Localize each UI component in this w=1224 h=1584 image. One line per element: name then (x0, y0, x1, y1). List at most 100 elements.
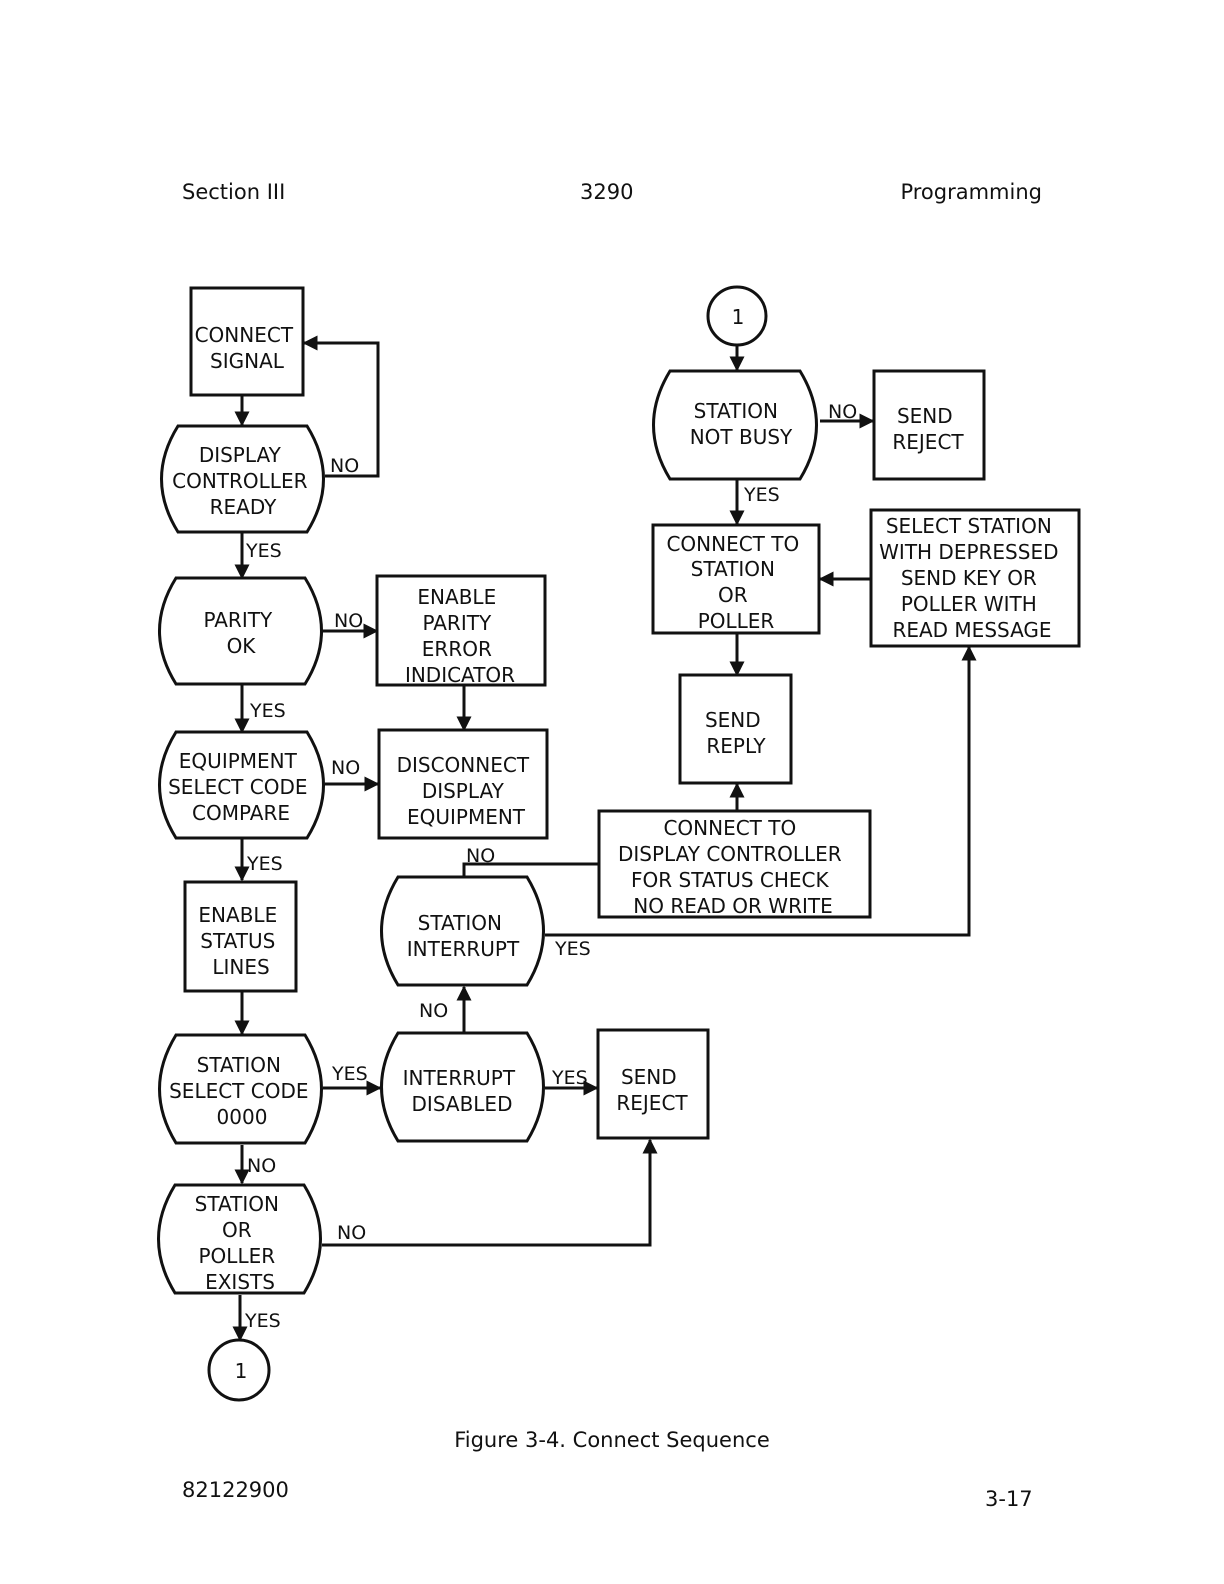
label-equip-no: NO (331, 757, 360, 779)
display-ready-text: DISPLAY CONTROLLER READY (172, 443, 314, 519)
connect-signal-line-2: SIGNAL (210, 349, 285, 373)
connector-bottom-text: 1 (235, 1359, 248, 1383)
edge-station-interrupt-yes (545, 645, 977, 937)
connect-to-station-line-2: STATION (691, 557, 775, 581)
label-ready-yes: YES (245, 540, 282, 562)
send-reject-lower-line-1: SEND (621, 1065, 677, 1089)
select-station-text: SELECT STATION WITH DEPRESSED SEND KEY O… (879, 514, 1065, 642)
label-station-interrupt-yes: YES (554, 938, 591, 960)
send-reply-box (678, 673, 793, 785)
disconnect-box (377, 728, 549, 840)
station-exists-line-1: STATION (195, 1192, 279, 1216)
edge-exists-no (322, 1138, 658, 1247)
label-exists-yes: YES (244, 1310, 281, 1332)
label-interrupt-yes: YES (551, 1067, 588, 1089)
section-label: Section III (182, 180, 286, 204)
send-reject-upper-box (872, 369, 986, 481)
send-reject-upper-line-2: REJECT (892, 430, 964, 454)
connect-signal-line-1: CONNECT (195, 323, 294, 347)
send-reply-line-1: SEND (705, 708, 761, 732)
label-not-busy-no: NO (828, 401, 857, 423)
enable-parity-text: ENABLE PARITY ERROR INDICATOR (405, 585, 515, 687)
label-interrupt-no: NO (419, 1000, 448, 1022)
enable-parity-line-4: INDICATOR (405, 663, 515, 687)
station-not-busy-text: STATION NOT BUSY (690, 399, 793, 449)
connect-display-box (597, 809, 872, 919)
enable-status-line-2: STATUS (200, 929, 275, 953)
label-station-select-no: NO (247, 1155, 276, 1177)
edge-station-interrupt-no (462, 862, 599, 876)
parity-ok-decision (158, 576, 323, 686)
send-reject-lower-text: SEND REJECT (616, 1065, 688, 1115)
display-ready-line-1: DISPLAY (199, 443, 282, 467)
document-number: 82122900 (182, 1478, 289, 1502)
station-select-decision (158, 1033, 323, 1145)
select-station-box (869, 508, 1081, 648)
connect-to-station-line-4: POLLER (698, 609, 775, 633)
station-not-busy-line-2: NOT BUSY (690, 425, 793, 449)
select-station-line-5: READ MESSAGE (892, 618, 1051, 642)
label-exists-no: NO (337, 1222, 366, 1244)
station-select-line-2: SELECT CODE (169, 1079, 308, 1103)
connect-signal-text: CONNECT SIGNAL (195, 323, 300, 373)
figure-caption: Figure 3-4. Connect Sequence (454, 1428, 770, 1452)
connect-signal-box (189, 286, 305, 397)
station-select-line-1: STATION (197, 1053, 281, 1077)
connect-display-line-2: DISPLAY CONTROLLER (618, 842, 842, 866)
label-not-busy-yes: YES (743, 484, 780, 506)
connector-top (706, 285, 768, 347)
station-interrupt-line-1: STATION (418, 911, 502, 935)
interrupt-disabled-text: INTERRUPT DISABLED (403, 1066, 522, 1116)
station-not-busy-line-1: STATION (694, 399, 778, 423)
select-station-line-3: SEND KEY OR (901, 566, 1037, 590)
interrupt-disabled-line-2: DISABLED (412, 1092, 513, 1116)
enable-status-text: ENABLE STATUS LINES (198, 903, 283, 979)
station-exists-line-4: EXISTS (205, 1270, 275, 1294)
send-reply-text: SEND REPLY (705, 708, 767, 758)
station-select-line-3: 0000 (217, 1105, 268, 1129)
disconnect-line-2: DISPLAY (422, 779, 505, 803)
send-reply-line-2: REPLY (706, 734, 766, 758)
enable-status-box (183, 880, 298, 993)
enable-parity-box (375, 574, 547, 687)
connect-display-text: CONNECT TO DISPLAY CONTROLLER FOR STATUS… (618, 816, 848, 918)
connect-to-station-line-3: OR (718, 583, 748, 607)
label-equip-yes: YES (246, 853, 283, 875)
select-station-line-2: WITH DEPRESSED (879, 540, 1058, 564)
display-ready-line-3: READY (210, 495, 278, 519)
interrupt-disabled-decision (380, 1031, 545, 1143)
send-reject-lower-line-2: REJECT (616, 1091, 688, 1115)
station-exists-decision (157, 1183, 322, 1295)
equip-select-line-3: COMPARE (192, 801, 290, 825)
parity-ok-line-1: PARITY (203, 608, 272, 632)
connect-display-line-4: NO READ OR WRITE (633, 894, 832, 918)
edge-labels: NO YES NO YES NO YES NO YES NO YES YES N… (244, 401, 857, 1332)
enable-parity-line-3: ERROR (422, 637, 492, 661)
station-interrupt-decision (380, 875, 545, 987)
station-exists-line-3: POLLER (199, 1244, 276, 1268)
label-station-interrupt-no: NO (466, 845, 495, 867)
station-exists-text: STATION OR POLLER EXISTS (195, 1192, 286, 1294)
display-ready-decision (160, 424, 325, 534)
send-reject-upper-text: SEND REJECT (892, 404, 964, 454)
parity-ok-line-2: OK (227, 634, 257, 658)
product-number: 3290 (580, 180, 634, 204)
enable-parity-line-1: ENABLE (417, 585, 496, 609)
connect-to-station-line-1: CONNECT TO (666, 532, 799, 556)
connect-to-station-box (651, 523, 821, 635)
parity-ok-text: PARITY OK (203, 608, 278, 658)
disconnect-text: DISCONNECT DISPLAY EQUIPMENT (397, 753, 536, 829)
connector-bottom (207, 1338, 271, 1402)
station-interrupt-line-2: INTERRUPT (407, 937, 520, 961)
equip-select-decision (158, 730, 325, 840)
enable-parity-line-2: PARITY (422, 611, 491, 635)
select-station-line-1: SELECT STATION (886, 514, 1052, 538)
enable-status-line-3: LINES (212, 955, 269, 979)
connect-display-line-1: CONNECT TO (663, 816, 796, 840)
chapter-title: Programming (900, 180, 1042, 204)
equip-select-line-2: SELECT CODE (168, 775, 307, 799)
station-not-busy-decision (652, 369, 818, 481)
station-select-text: STATION SELECT CODE 0000 (169, 1053, 315, 1129)
page-number: 3-17 (985, 1487, 1033, 1511)
